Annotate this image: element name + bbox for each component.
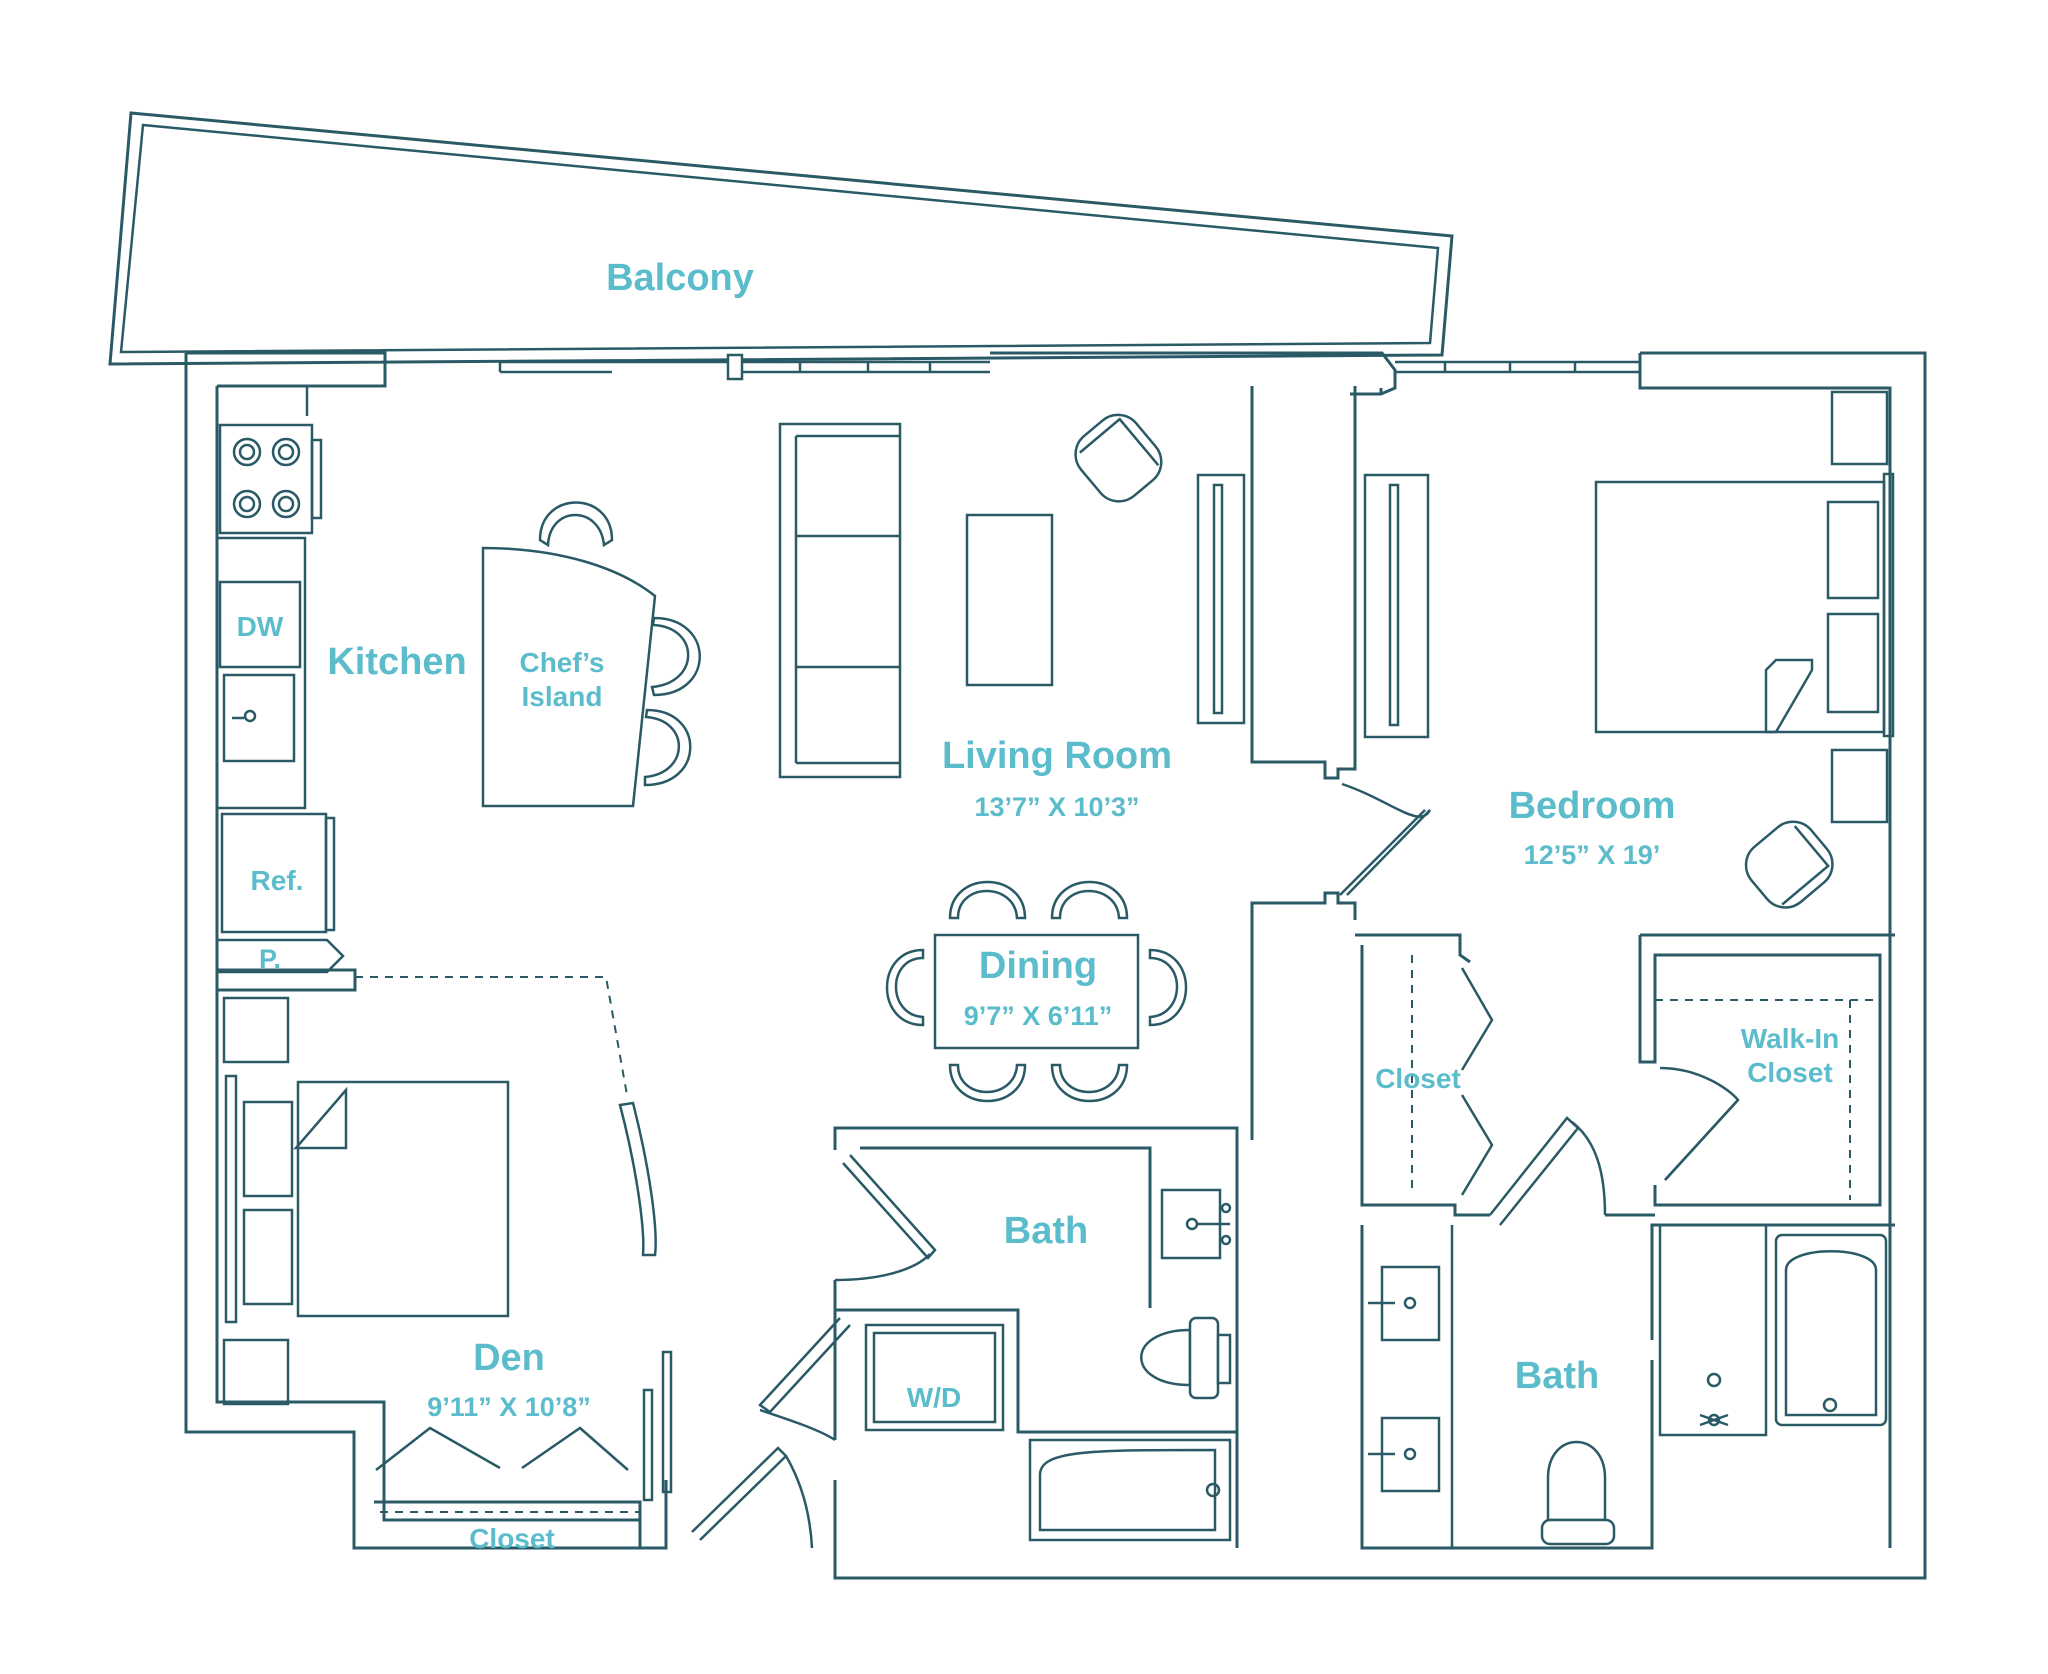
label-bath-main: Bath (1004, 1210, 1088, 1252)
label-ref: Ref. (251, 865, 304, 896)
label-living-room: Living Room (942, 735, 1172, 777)
chefs-island (481, 546, 657, 808)
tv-console-bedroom (1363, 473, 1430, 739)
label-den: Den (473, 1337, 545, 1379)
label-dining: Dining (979, 945, 1097, 987)
bed-den (296, 1080, 510, 1318)
label-wd: W/D (907, 1382, 961, 1413)
kitchen-sink (222, 673, 296, 763)
label-island-1: Chef’s (519, 647, 604, 678)
dining (885, 880, 1188, 1103)
living-room (778, 386, 1432, 1140)
labels: Balcony Kitchen Chef’s Island DW Ref. P.… (237, 257, 1840, 1554)
label-living-dim: 13’7” X 10’3” (974, 792, 1139, 822)
label-dining-dim: 9’7” X 6’11” (964, 1001, 1113, 1031)
main-bath-toilet (1140, 1328, 1192, 1387)
label-balcony: Balcony (606, 257, 754, 299)
label-island-2: Island (522, 681, 603, 712)
dining-table (933, 933, 1140, 1050)
ensuite-bath (1360, 1116, 1895, 1550)
main-bath (758, 1126, 1239, 1548)
label-pantry: P. (259, 944, 281, 974)
sofa (778, 422, 902, 779)
ensuite-bathtub (1774, 1233, 1888, 1427)
den-sliding-door (618, 1101, 657, 1257)
exterior-walls (184, 351, 1927, 1580)
balcony (108, 111, 1454, 366)
label-dw: DW (237, 611, 284, 642)
label-kitchen: Kitchen (327, 641, 466, 683)
cooktop (218, 423, 314, 535)
den (222, 976, 814, 1549)
armchair-bedroom (1744, 820, 1834, 909)
label-bedroom: Bedroom (1509, 785, 1676, 827)
label-walkin-2: Closet (1747, 1057, 1833, 1088)
label-bedroom-dim: 12’5” X 19’ (1524, 840, 1661, 870)
label-bath-ensuite: Bath (1515, 1355, 1599, 1397)
label-walkin-1: Walk-In (1741, 1023, 1840, 1054)
label-den-dim: 9’11” X 10’8” (427, 1392, 591, 1422)
dishwasher (218, 580, 302, 669)
kitchen (217, 384, 701, 992)
label-den-closet: Closet (469, 1523, 555, 1554)
closets-right (1355, 933, 1895, 1217)
washer-dryer (864, 1323, 1005, 1432)
armchair-living (1074, 413, 1163, 503)
bedroom (1363, 390, 1895, 909)
main-bath-bathtub (1028, 1438, 1232, 1542)
bed-bedroom (1594, 480, 1886, 734)
ensuite-toilet (1546, 1440, 1607, 1522)
coffee-table (965, 513, 1054, 687)
label-closet-middle: Closet (1375, 1063, 1461, 1094)
